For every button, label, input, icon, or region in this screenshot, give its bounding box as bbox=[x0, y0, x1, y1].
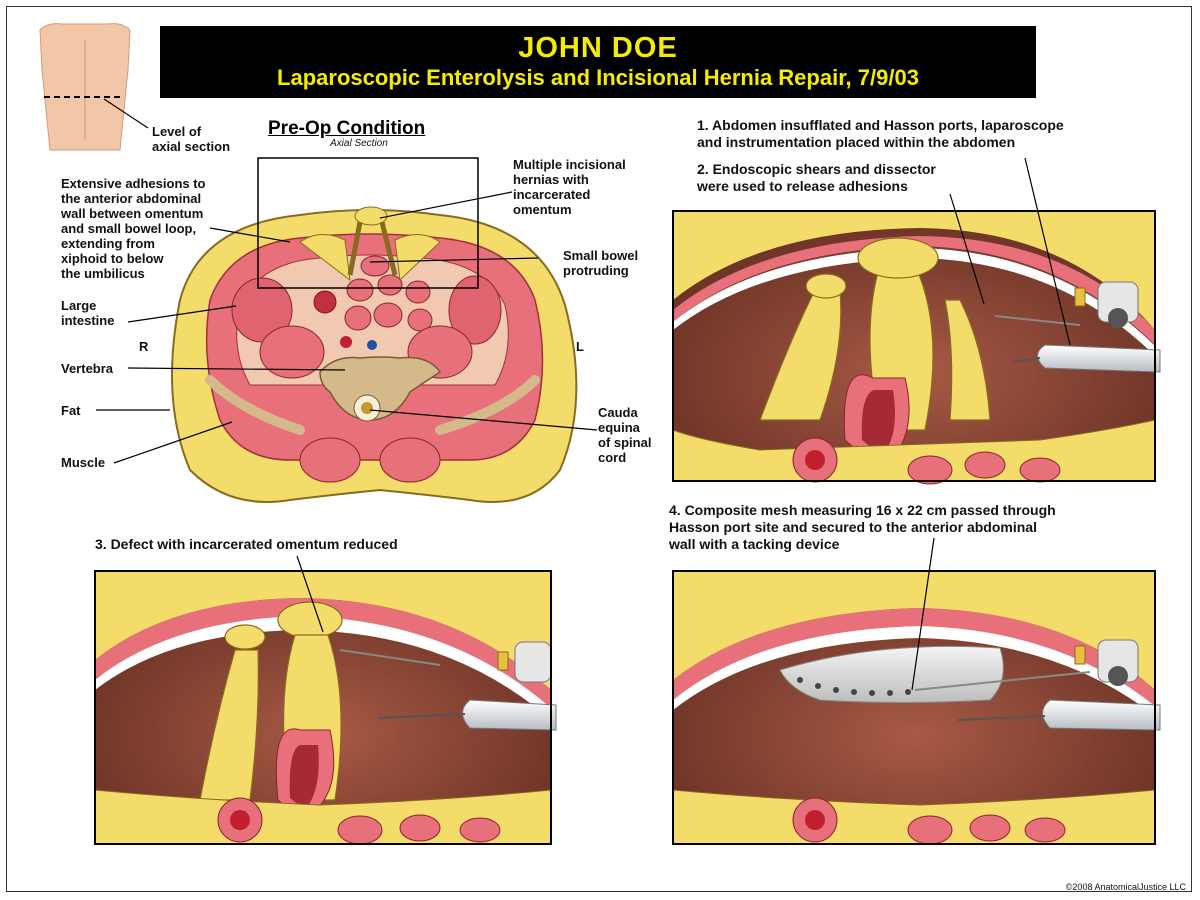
tacks bbox=[797, 677, 911, 696]
copyright: ©2008 AnatomicalJustice LLC bbox=[1065, 882, 1186, 892]
label-small-bowel: Small bowel protruding bbox=[563, 248, 639, 278]
label-left: L bbox=[576, 339, 584, 354]
label-cauda-equina: Cauda equina of spinal cord bbox=[598, 405, 652, 465]
step-3-caption: 3. Defect with incarcerated omentum redu… bbox=[95, 536, 398, 552]
label-fat: Fat bbox=[61, 403, 81, 418]
patient-name: JOHN DOE bbox=[518, 32, 678, 64]
procedure-title: Laparoscopic Enterolysis and Incisional … bbox=[277, 65, 919, 90]
label-muscle: Muscle bbox=[61, 455, 106, 470]
step-4-caption: 4. Composite mesh measuring 16 x 22 cm p… bbox=[669, 502, 1056, 552]
panel-step-2 bbox=[672, 210, 1161, 485]
zoom-box bbox=[257, 157, 479, 289]
label-hernias: Multiple incisional hernias with incarce… bbox=[513, 157, 626, 217]
preop-cross-section bbox=[171, 157, 578, 503]
preop-heading: Pre-Op Condition bbox=[268, 118, 426, 139]
panel-step-3 bbox=[94, 570, 557, 845]
title-bar: JOHN DOE Laparoscopic Enterolysis and In… bbox=[160, 26, 1036, 98]
preop-subheading: Axial Section bbox=[330, 138, 388, 149]
label-adhesions: Extensive adhesions to the anterior abdo… bbox=[61, 176, 206, 281]
label-vertebra: Vertebra bbox=[61, 361, 114, 376]
label-large-intestine: Large intestine bbox=[61, 298, 115, 328]
panel-step-4 bbox=[672, 570, 1161, 845]
step-2-caption: 2. Endoscopic shears and dissector were … bbox=[697, 161, 936, 194]
label-right: R bbox=[139, 339, 149, 354]
preop-leader-lines bbox=[96, 191, 598, 464]
label-level-of-axial-section: Level of axial section bbox=[152, 124, 231, 154]
page-border bbox=[6, 6, 1192, 892]
step-1-caption: 1. Abdomen insufflated and Hasson ports,… bbox=[697, 117, 1064, 150]
step-leader-lines bbox=[296, 157, 1071, 691]
torso-thumbnail bbox=[39, 23, 149, 151]
